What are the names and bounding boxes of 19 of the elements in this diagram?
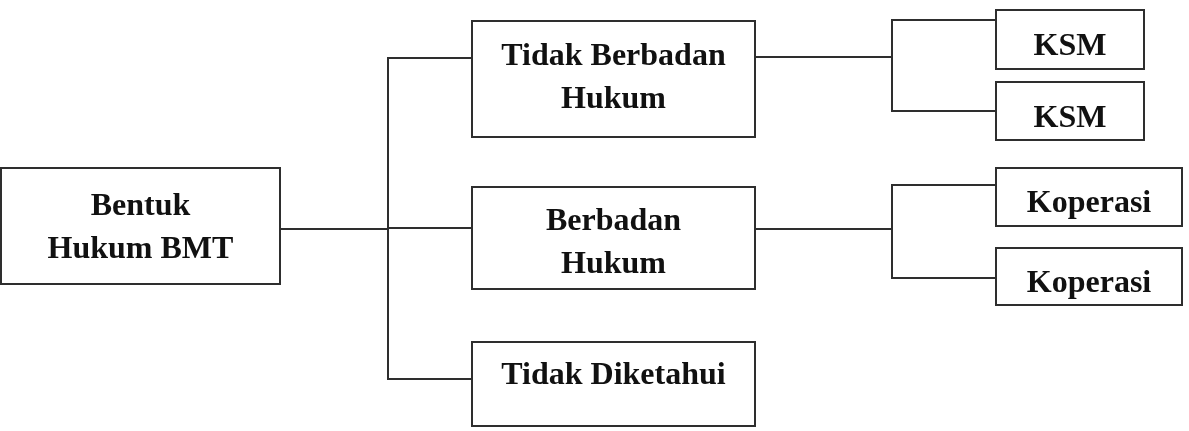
box-label: Berbadan Hukum: [544, 200, 683, 282]
process-box: [995, 247, 1183, 306]
box-label: Tidak Diketahui: [501, 354, 726, 393]
connector-line: [755, 228, 996, 279]
process-box: [471, 20, 756, 138]
box-label: Bentuk Hukum BMT: [46, 185, 235, 267]
box-label: Koperasi: [1026, 262, 1152, 301]
connector-line: [755, 56, 996, 112]
box-label: KSM: [1033, 97, 1107, 136]
process-box: [0, 167, 281, 285]
process-box: [471, 341, 756, 427]
process-box: [995, 167, 1183, 227]
process-box: [995, 81, 1145, 141]
box-label: KSM: [1033, 25, 1107, 64]
process-box: [471, 186, 756, 290]
connector-line: [280, 228, 472, 380]
box-label: Koperasi: [1026, 182, 1152, 221]
box-label: Tidak Berbadan Hukum: [500, 35, 727, 117]
process-box: [995, 9, 1145, 70]
